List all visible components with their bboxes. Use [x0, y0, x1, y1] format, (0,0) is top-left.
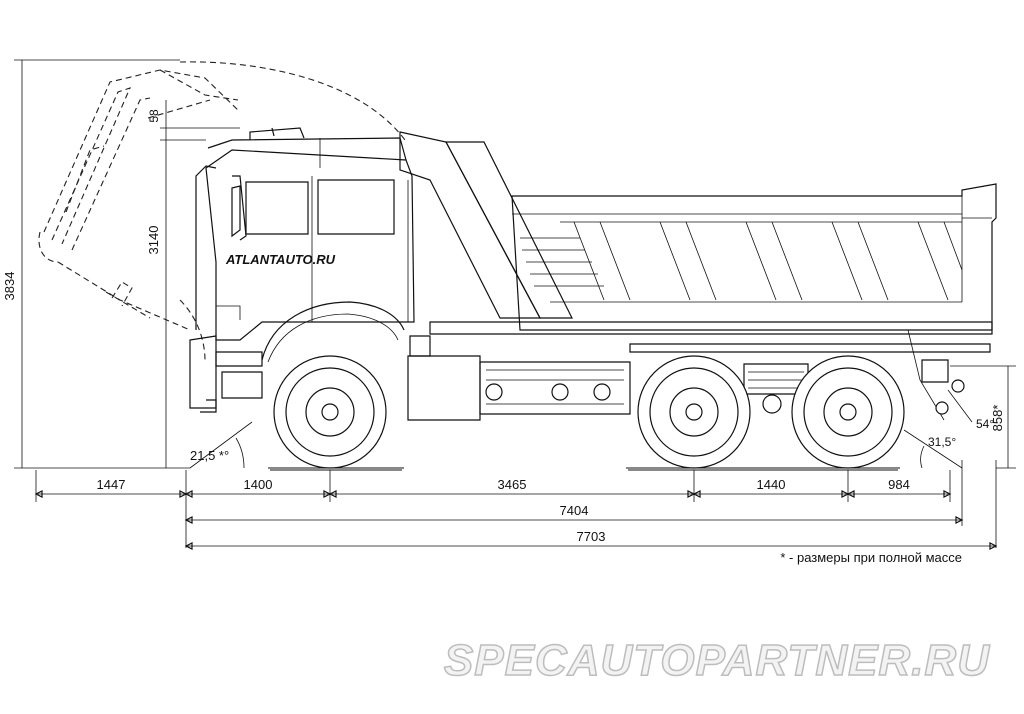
- watermark: SPECAUTOPARTNER.RU: [444, 636, 990, 685]
- footnote: * - размеры при полной массе: [780, 550, 962, 565]
- front-wheel: [273, 355, 387, 469]
- approach-angle-label: 21,5 *°: [190, 448, 229, 463]
- dim-1447: 1447: [97, 477, 126, 492]
- cab-height-label: 3140: [146, 226, 161, 255]
- dim-7404: 7404: [560, 503, 589, 518]
- dim-1440: 1440: [757, 477, 786, 492]
- cab: [189, 127, 991, 421]
- vertical-dimensions: [14, 59, 1016, 469]
- clearance-top-label: 58: [147, 109, 161, 123]
- rear-wheel: [791, 355, 905, 469]
- overall-height-label: 3834: [2, 272, 17, 301]
- horizontal-dimensions: [34, 460, 998, 550]
- middle-wheel: [637, 355, 751, 469]
- departure-angle-label: 31,5°: [928, 435, 956, 449]
- raised-cab-outline: [38, 61, 406, 361]
- dim-1400: 1400: [244, 477, 273, 492]
- dump-body: [399, 131, 997, 335]
- angle-marks: [189, 389, 973, 469]
- rear-height-label: 858*: [990, 405, 1005, 432]
- rear-tilt-angle-label: 54°: [976, 417, 994, 431]
- brand-label: ATLANTAUTO.RU: [225, 252, 336, 267]
- dim-7703: 7703: [577, 529, 606, 544]
- ground-marks: [268, 467, 900, 471]
- dim-3465: 3465: [498, 477, 527, 492]
- dim-984: 984: [888, 477, 910, 492]
